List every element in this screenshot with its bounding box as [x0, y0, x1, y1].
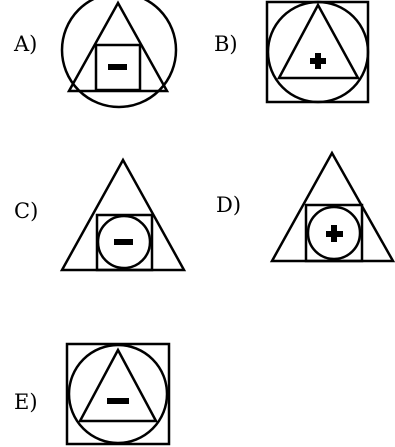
plus-icon: [326, 225, 343, 242]
option-d-figure[interactable]: [269, 150, 395, 264]
option-c-figure[interactable]: [59, 157, 187, 272]
outer-circle: [60, 0, 178, 109]
middle-circle: [67, 343, 169, 445]
option-b-label: B): [214, 32, 238, 56]
middle-square: [304, 203, 364, 263]
minus-icon: [114, 239, 133, 245]
minus-icon: [108, 64, 127, 70]
option-e-label: E): [14, 390, 38, 414]
inner-triangle: [276, 2, 361, 80]
option-b-figure[interactable]: [265, 0, 370, 104]
middle-triangle: [66, 0, 170, 93]
inner-triangle: [77, 347, 159, 423]
plus-icon: [310, 53, 326, 69]
option-c-label: C): [14, 199, 39, 223]
option-e-figure[interactable]: [65, 342, 171, 446]
middle-circle: [266, 0, 370, 104]
option-d-label: D): [216, 193, 242, 217]
inner-square: [94, 43, 142, 92]
inner-circle: [96, 214, 152, 270]
option-a-figure[interactable]: [58, 0, 182, 109]
option-a-label: A): [14, 32, 38, 56]
inner-circle: [306, 205, 362, 261]
minus-icon: [107, 398, 129, 404]
